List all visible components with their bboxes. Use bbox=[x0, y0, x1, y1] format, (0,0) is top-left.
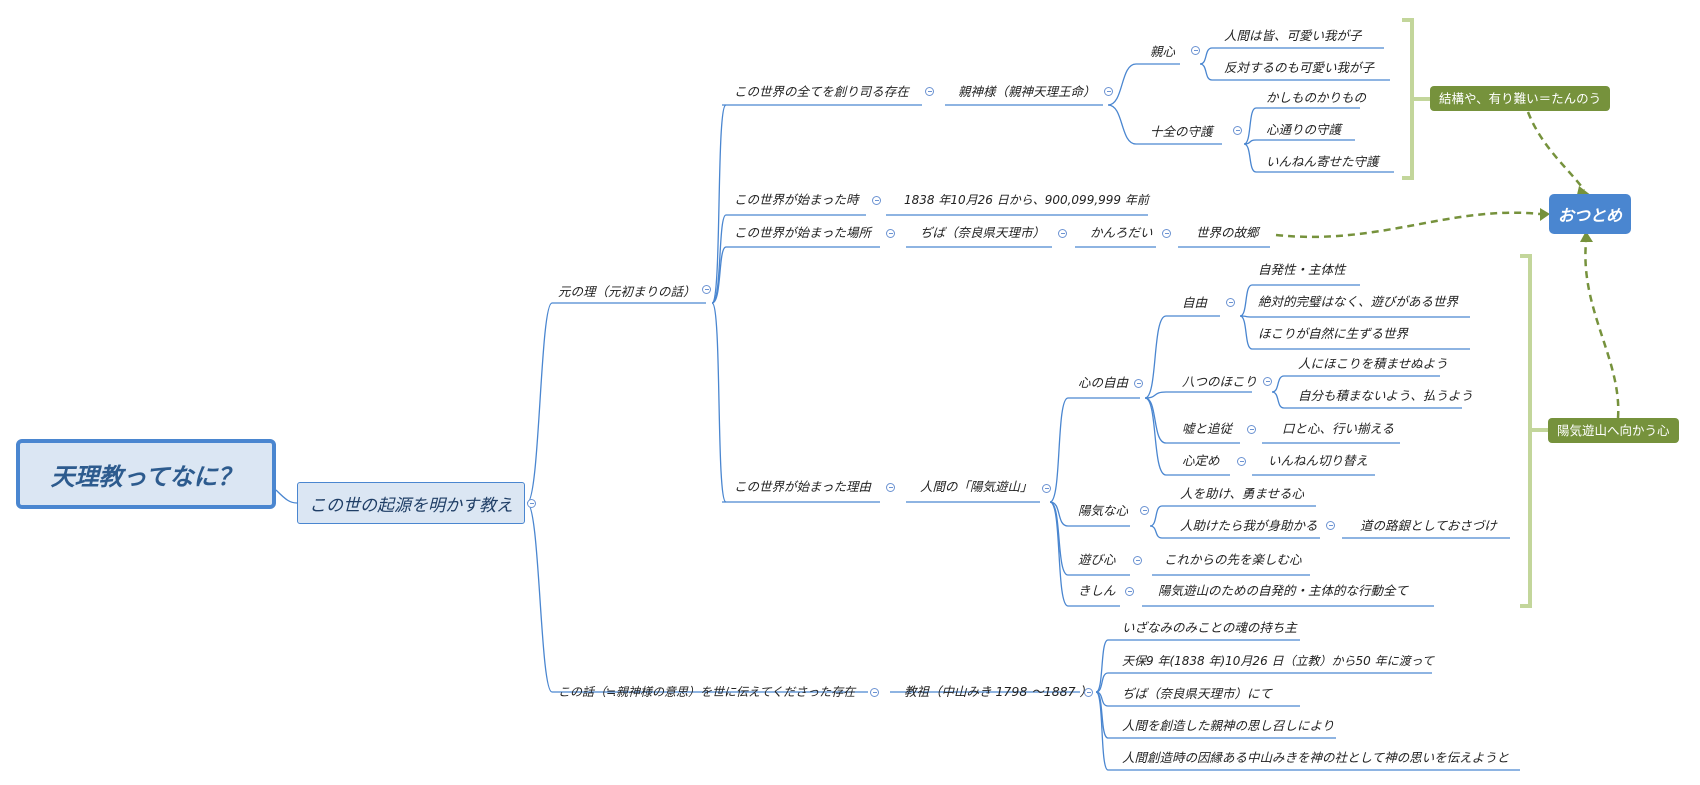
collapse-toggle-existence[interactable] bbox=[925, 87, 934, 96]
collapse-toggle-hokori[interactable] bbox=[1263, 377, 1272, 386]
collapse-toggle-place[interactable] bbox=[886, 229, 895, 238]
protection-item-3[interactable]: いんねん寄せた守護 bbox=[1266, 154, 1379, 169]
parent-label[interactable]: 親心 bbox=[1150, 44, 1176, 59]
time-value[interactable]: 1838 年10月26 日から、900,099,999 年前 bbox=[904, 193, 1149, 207]
collapse-toggle-youki[interactable] bbox=[1140, 506, 1149, 515]
youki-sub[interactable]: 道の路銀としておさづけ bbox=[1360, 518, 1497, 533]
collapse-toggle-parent[interactable] bbox=[1191, 46, 1200, 55]
asobi-label[interactable]: 遊び心 bbox=[1078, 552, 1116, 567]
founder-item-2[interactable]: 天保9 年(1838 年)10月26 日（立教）から50 年に渡って bbox=[1122, 654, 1435, 668]
kishin-label[interactable]: きしん bbox=[1078, 583, 1116, 598]
collapse-toggle-freedom[interactable] bbox=[1134, 379, 1143, 388]
collapse-toggle-reason[interactable] bbox=[886, 483, 895, 492]
youki-label[interactable]: 陽気な心 bbox=[1078, 503, 1129, 518]
kokoro-label[interactable]: 心定め bbox=[1182, 453, 1220, 468]
founder-item-4[interactable]: 人間を創造した親神の思し召しにより bbox=[1122, 718, 1335, 733]
collapse-toggle-jiyu[interactable] bbox=[1226, 298, 1235, 307]
jiyu-label[interactable]: 自由 bbox=[1182, 295, 1208, 310]
founder-item-5[interactable]: 人間創造時の因縁ある中山みきを神の社として神の思いを伝えようと bbox=[1122, 750, 1510, 765]
founder-item-3[interactable]: ぢば（奈良県天理市）にて bbox=[1122, 686, 1273, 701]
central-topic[interactable]: 天理教ってなに？ bbox=[16, 439, 276, 509]
summary-tag-tannou[interactable]: 結構や、有り難い＝たんのう bbox=[1430, 86, 1611, 111]
protection-item-2[interactable]: 心通りの守護 bbox=[1266, 122, 1342, 137]
jiyu-item-1[interactable]: 自発性・主体性 bbox=[1258, 262, 1346, 277]
protection-label[interactable]: 十全の守護 bbox=[1150, 124, 1213, 139]
collapse-toggle-place-chain-2[interactable] bbox=[1162, 229, 1171, 238]
collapse-toggle-place-chain-1[interactable] bbox=[1058, 229, 1067, 238]
parent-item-2[interactable]: 反対するのも可愛い我が子 bbox=[1224, 60, 1375, 75]
collapse-toggle-kokoro[interactable] bbox=[1237, 457, 1246, 466]
collapse-toggle-god[interactable] bbox=[1104, 87, 1113, 96]
place-label[interactable]: この世界が始まった場所 bbox=[734, 225, 872, 240]
topic2-label[interactable]: この話（≒親神様の意思）を世に伝えてくださった存在 bbox=[558, 685, 856, 699]
goal-otsutome[interactable]: おつとめ bbox=[1549, 194, 1631, 234]
main-topic[interactable]: この世の起源を明かす教え bbox=[297, 482, 525, 524]
jiyu-item-2[interactable]: 絶対的完璧はなく、遊びがある世界 bbox=[1258, 294, 1459, 309]
place-chain-2[interactable]: かんろだい bbox=[1090, 225, 1153, 240]
hokori-label[interactable]: 八つのほこり bbox=[1182, 374, 1258, 389]
asobi-item[interactable]: これからの先を楽しむ心 bbox=[1164, 552, 1302, 567]
collapse-toggle-topic2[interactable] bbox=[870, 688, 879, 697]
uso-label[interactable]: 嘘と追従 bbox=[1182, 421, 1233, 436]
time-label[interactable]: この世界が始まった時 bbox=[734, 192, 859, 207]
hokori-item-2[interactable]: 自分も積まないよう、払うよう bbox=[1298, 388, 1473, 403]
jiyu-item-3[interactable]: ほこりが自然に生ずる世界 bbox=[1258, 326, 1409, 341]
collapse-toggle-asobi[interactable] bbox=[1133, 556, 1142, 565]
collapse-toggle-founder[interactable] bbox=[1084, 688, 1093, 697]
collapse-toggle-youki-item-2[interactable] bbox=[1326, 521, 1335, 530]
place-chain-1[interactable]: ぢば（奈良県天理市） bbox=[920, 225, 1046, 240]
protection-item-1[interactable]: かしものかりもの bbox=[1266, 90, 1367, 105]
topic1-label[interactable]: 元の理（元初まりの話） bbox=[558, 284, 696, 299]
summary-tag-youki[interactable]: 陽気遊山へ向かう心 bbox=[1548, 418, 1679, 443]
existence-label[interactable]: この世界の全てを創り司る存在 bbox=[734, 84, 909, 99]
youki-item-2[interactable]: 人助けたら我が身助かる bbox=[1180, 518, 1318, 533]
god-label[interactable]: 親神様（親神天理王命） bbox=[958, 84, 1096, 99]
collapse-toggle-time[interactable] bbox=[872, 196, 881, 205]
hokori-item-1[interactable]: 人にほこりを積ませぬよう bbox=[1298, 356, 1448, 371]
uso-item[interactable]: 口と心、行い揃える bbox=[1282, 421, 1395, 436]
place-chain-3[interactable]: 世界の故郷 bbox=[1196, 225, 1259, 240]
collapse-toggle-kishin[interactable] bbox=[1125, 587, 1134, 596]
founder-label[interactable]: 教祖（中山みき 1798 ～1887 ） bbox=[904, 684, 1093, 699]
collapse-toggle-life[interactable] bbox=[1042, 484, 1051, 493]
freedom-label[interactable]: 心の自由 bbox=[1078, 375, 1129, 390]
reason-label[interactable]: この世界が始まった理由 bbox=[734, 479, 872, 494]
life-label[interactable]: 人間の「陽気遊山」 bbox=[920, 479, 1033, 494]
youki-item-1[interactable]: 人を助け、勇ませる心 bbox=[1180, 486, 1305, 501]
kokoro-item[interactable]: いんねん切り替え bbox=[1268, 453, 1369, 468]
collapse-toggle-uso[interactable] bbox=[1247, 425, 1256, 434]
founder-item-1[interactable]: いざなみのみことの魂の持ち主 bbox=[1122, 620, 1297, 635]
kishin-item[interactable]: 陽気遊山のための自発的・主体的な行動全て bbox=[1158, 583, 1409, 598]
collapse-toggle-protection[interactable] bbox=[1233, 126, 1242, 135]
collapse-toggle-topic1[interactable] bbox=[702, 285, 711, 294]
parent-item-1[interactable]: 人間は皆、可愛い我が子 bbox=[1224, 28, 1362, 43]
collapse-toggle-main[interactable] bbox=[527, 499, 536, 508]
